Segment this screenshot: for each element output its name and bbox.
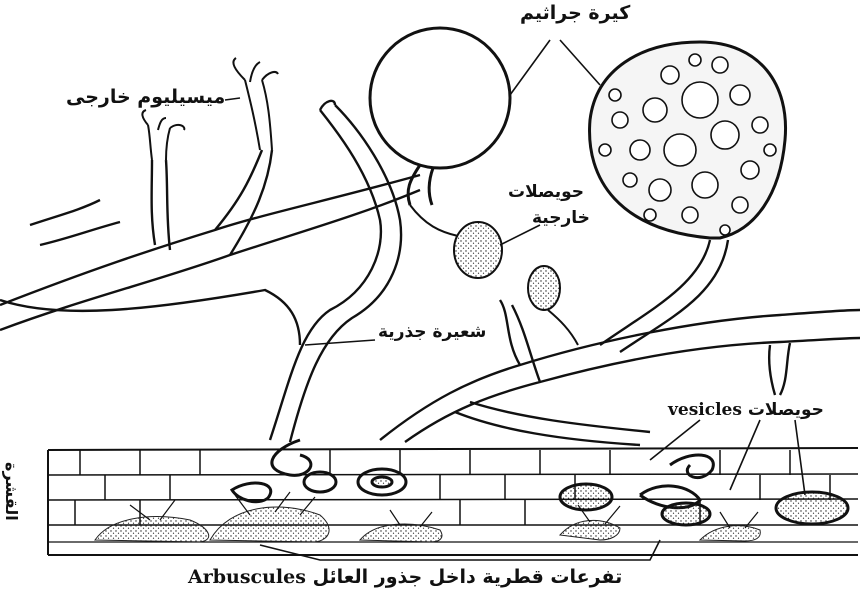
spore-label: كيرة جراثيم xyxy=(520,2,630,24)
vesicles-label: vesicles حويصلات xyxy=(668,400,824,420)
arbuscules-label: Arbuscules تفرعات قطرية داخل جذور العائل xyxy=(188,566,622,588)
cortex-label: القشرة xyxy=(2,462,21,521)
vesicles-label-ar: حويصلات xyxy=(748,400,824,420)
arbuscules-label-en: Arbuscules xyxy=(188,566,306,588)
arbuscules-label-ar: تفرعات قطرية داخل جذور العائل xyxy=(313,566,623,588)
hyphal-tips xyxy=(142,58,278,160)
external-vesicles-label-line2: خارجية xyxy=(532,208,590,228)
cortex-cells xyxy=(75,450,830,525)
external-mycelium-label: ميسيليوم خارجى xyxy=(66,86,225,108)
external-vesicles-label-line1: حويصلات xyxy=(508,182,584,202)
spore-empty xyxy=(370,28,510,205)
spore-filled xyxy=(590,42,786,238)
vesicles-label-en: vesicles xyxy=(668,400,742,420)
root-hair-label: شعيرة جذرية xyxy=(378,322,486,342)
